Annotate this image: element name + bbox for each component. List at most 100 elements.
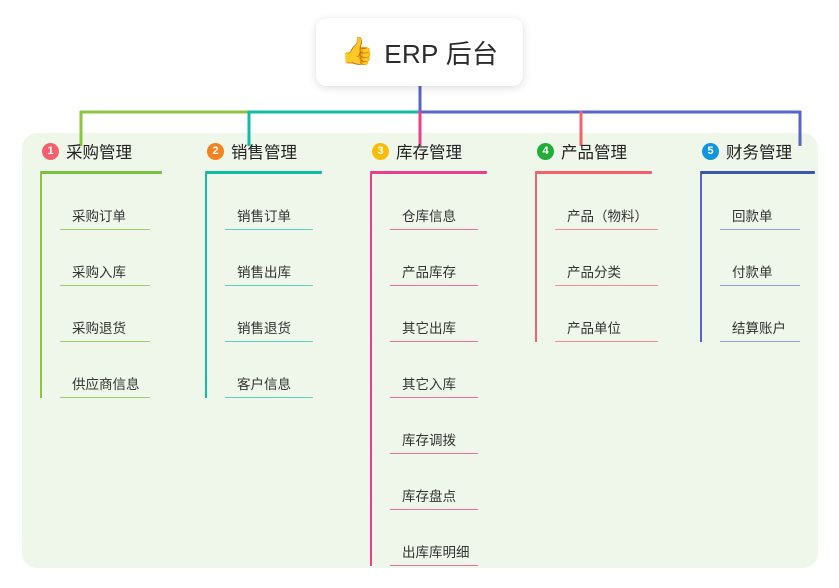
leaf-rule [390,228,478,230]
column-1: 1 采购管理采购订单采购入库采购退货供应商信息 [22,133,187,398]
leaf-label: 库存盘点 [402,488,456,504]
leaf-rule [60,228,150,230]
leaf-rule [555,284,658,286]
leaf-label: 其它入库 [402,376,456,392]
branch-spine-3 [370,174,372,566]
badge-number-4: 4 [537,142,554,160]
column-header-2[interactable]: 2 销售管理 [205,133,352,169]
column-title-2: 销售管理 [231,144,297,162]
leaf-node[interactable]: 产品单位 [555,286,682,342]
leaf-label: 产品（物料） [567,208,648,224]
column-header-5[interactable]: 5 财务管理 [700,133,818,169]
column-5: 5 财务管理回款单付款单结算账户 [682,133,818,342]
leaf-node[interactable]: 产品（物料） [555,174,682,230]
leaf-rule [720,228,800,230]
column-2: 2 销售管理销售订单销售出库销售退货客户信息 [187,133,352,398]
column-header-1[interactable]: 1 采购管理 [40,133,187,169]
column-rule-4 [535,171,652,174]
column-rule-3 [370,171,487,174]
leaf-label: 产品单位 [567,320,621,336]
leaf-label: 产品库存 [402,264,456,280]
branch-3: 仓库信息产品库存其它出库其它入库库存调拨库存盘点出库库明细 [370,174,517,566]
leaf-label: 采购入库 [72,264,126,280]
leaf-label: 销售退货 [237,320,291,336]
column-rule-1 [40,171,162,174]
leaf-node[interactable]: 付款单 [720,230,818,286]
leaf-rule [720,340,800,342]
leaf-node[interactable]: 采购退货 [60,286,187,342]
leaf-rule [390,340,478,342]
leaf-node[interactable]: 库存盘点 [390,454,517,510]
branch-spine-1 [40,174,42,398]
column-title-5: 财务管理 [726,144,792,162]
leaf-rule [225,396,313,398]
diagram-panel [22,133,818,568]
root-title: ERP 后台 [384,38,499,69]
branch-4: 产品（物料） 产品分类产品单位 [535,174,682,342]
thumbs-up-icon: 👍 [340,35,375,66]
branch-spine-4 [535,174,537,342]
badge-number-2: 2 [207,142,224,160]
leaf-node[interactable]: 回款单 [720,174,818,230]
column-rule-2 [205,171,322,174]
leaf-node[interactable]: 客户信息 [225,342,352,398]
branch-spine-2 [205,174,207,398]
leaf-node[interactable]: 结算账户 [720,286,818,342]
column-title-4: 产品管理 [561,144,627,162]
leaf-rule [60,284,150,286]
leaf-node[interactable]: 销售退货 [225,286,352,342]
leaf-label: 出库库明细 [402,544,470,560]
leaf-label: 其它出库 [402,320,456,336]
leaf-label: 销售订单 [237,208,291,224]
leaf-node[interactable]: 仓库信息 [390,174,517,230]
leaf-rule [390,452,478,454]
leaf-rule [555,228,658,230]
leaf-node[interactable]: 销售出库 [225,230,352,286]
column-header-4[interactable]: 4 产品管理 [535,133,682,169]
leaf-node[interactable]: 库存调拨 [390,398,517,454]
leaf-label: 销售出库 [237,264,291,280]
badge-number-3: 3 [372,142,389,160]
column-container: 1 采购管理采购订单采购入库采购退货供应商信息 2 销售管理销售订单销售出库销售退货客… [22,133,818,568]
leaf-rule [390,508,478,510]
leaf-rule [390,564,478,566]
leaf-label: 采购退货 [72,320,126,336]
leaf-node[interactable]: 采购订单 [60,174,187,230]
leaf-rule [390,396,478,398]
leaf-label: 客户信息 [237,376,291,392]
leaf-node[interactable]: 产品库存 [390,230,517,286]
leaf-node[interactable]: 供应商信息 [60,342,187,398]
branch-spine-5 [700,174,702,342]
leaf-rule [225,284,313,286]
leaf-label: 仓库信息 [402,208,456,224]
leaf-node[interactable]: 其它出库 [390,286,517,342]
leaf-label: 结算账户 [732,320,786,336]
leaf-label: 库存调拨 [402,432,456,448]
badge-number-1: 1 [42,142,59,160]
leaf-label: 付款单 [732,264,773,280]
leaf-rule [60,396,150,398]
leaf-rule [720,284,800,286]
column-rule-5 [700,171,815,174]
column-4: 4 产品管理产品（物料） 产品分类产品单位 [517,133,682,342]
leaf-label: 产品分类 [567,264,621,280]
leaf-node[interactable]: 产品分类 [555,230,682,286]
root-node[interactable]: 👍 ERP 后台 [316,18,523,86]
leaf-rule [225,228,313,230]
leaf-node[interactable]: 销售订单 [225,174,352,230]
badge-number-5: 5 [702,142,719,160]
column-title-1: 采购管理 [66,144,132,162]
leaf-label: 回款单 [732,208,773,224]
branch-1: 采购订单采购入库采购退货供应商信息 [40,174,187,398]
leaf-node[interactable]: 出库库明细 [390,510,517,566]
leaf-rule [390,284,478,286]
leaf-node[interactable]: 其它入库 [390,342,517,398]
branch-2: 销售订单销售出库销售退货客户信息 [205,174,352,398]
leaf-rule [60,340,150,342]
leaf-label: 供应商信息 [72,376,140,392]
branch-5: 回款单付款单结算账户 [700,174,818,342]
leaf-label: 采购订单 [72,208,126,224]
leaf-node[interactable]: 采购入库 [60,230,187,286]
